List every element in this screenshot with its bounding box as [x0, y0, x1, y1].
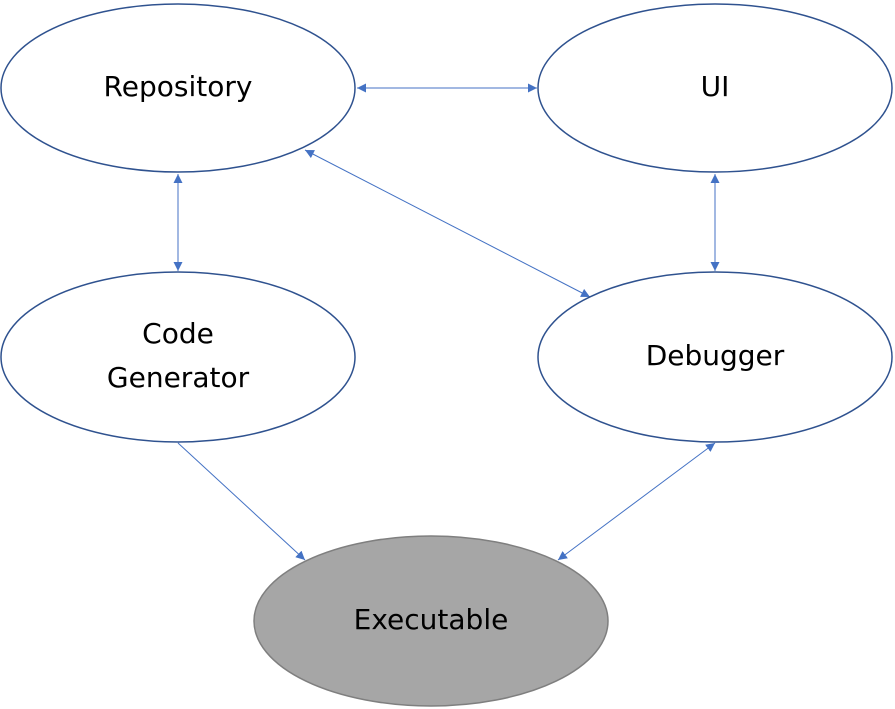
node-ellipse-code-generator [0, 271, 356, 443]
node-label-debugger: Debugger [646, 339, 785, 372]
node-label-repository: Repository [104, 70, 253, 103]
node-label-code-generator-line-2: Generator [107, 361, 250, 394]
edge-repository-to-debugger [304, 149, 591, 298]
node-label-ui: UI [701, 70, 730, 103]
edge-code-generator-to-executable [177, 442, 306, 561]
node-label-code-generator-line-1: Code [142, 317, 214, 350]
node-ellipse-repository [0, 3, 356, 173]
node-repository: Repository [0, 3, 356, 173]
node-ellipse-executable [253, 535, 609, 707]
node-ui: UI [537, 3, 893, 173]
node-debugger: Debugger [537, 271, 893, 443]
edges-layer [173, 83, 720, 561]
node-ellipse-ui [537, 3, 893, 173]
edge-debugger-to-executable [557, 442, 716, 561]
node-ellipse-debugger [537, 271, 893, 443]
node-executable: Executable [253, 535, 609, 707]
node-label-executable: Executable [354, 603, 509, 636]
